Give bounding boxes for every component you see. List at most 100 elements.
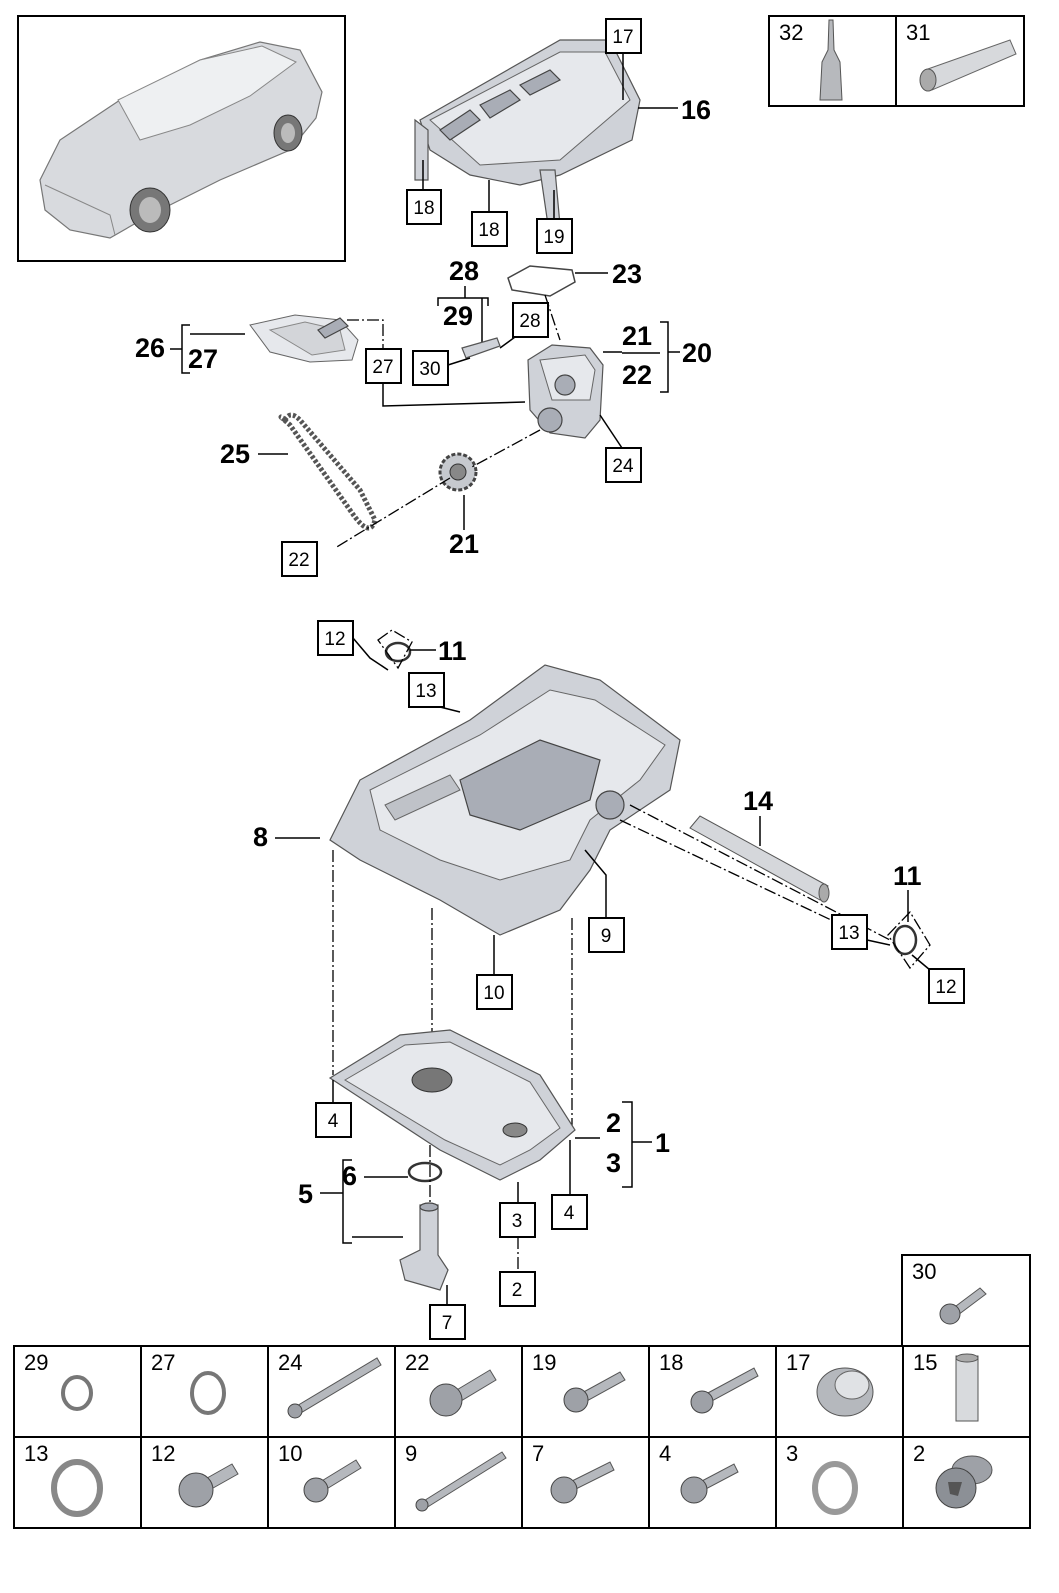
grid-10-number: 10 (278, 1441, 302, 1466)
callout-21-lower: 21 (449, 495, 479, 559)
drain-plug-icon (935, 1455, 993, 1509)
callout-22-box: 22 (281, 541, 318, 577)
callout-24-box: 24 (599, 414, 642, 483)
svg-text:13: 13 (415, 681, 436, 702)
oil-pump-carrier (414, 39, 641, 226)
grid-22-number: 22 (405, 1350, 429, 1375)
svg-text:22: 22 (622, 360, 652, 390)
svg-text:18: 18 (478, 220, 499, 241)
grid-12-number: 12 (151, 1441, 175, 1466)
callout-20-group: 21 22 20 (603, 321, 712, 393)
callout-26-27: 26 27 (135, 324, 245, 374)
svg-text:3: 3 (512, 1211, 523, 1232)
svg-text:11: 11 (438, 636, 467, 666)
svg-text:25: 25 (220, 439, 250, 469)
callout-30-box: 30 (412, 350, 471, 386)
svg-text:6: 6 (342, 1161, 357, 1191)
callout-17: 17 (605, 18, 642, 100)
grid-2-number: 2 (913, 1441, 925, 1466)
lower-oil-pan (328, 1029, 576, 1181)
callout-1-group: 2 3 1 (575, 1101, 670, 1188)
callout-5-6: 6 5 (298, 1159, 408, 1244)
svg-text:30: 30 (419, 359, 440, 380)
callout-8: 8 (253, 822, 320, 852)
sprocket (438, 452, 478, 492)
grid-30-number: 30 (912, 1259, 936, 1284)
svg-text:27: 27 (372, 357, 393, 378)
sealing-ring-icon (51, 1459, 103, 1517)
oil-strainer (249, 314, 359, 363)
callout-12-right: 12 (911, 954, 965, 1004)
callout-3-box: 3 (499, 1182, 536, 1272)
seal-ring-right: 11 (887, 861, 931, 970)
svg-text:10: 10 (483, 983, 504, 1004)
svg-text:8: 8 (253, 822, 268, 852)
grid-18-number: 18 (659, 1350, 683, 1375)
svg-text:22: 22 (288, 550, 309, 571)
bolt-icon (178, 1463, 239, 1508)
parts-grid: 30 29 27 24 22 19 18 17 15 (13, 1254, 1031, 1529)
grease-tube-icon (919, 39, 1017, 92)
callout-16: 16 (638, 95, 711, 125)
svg-text:5: 5 (298, 1179, 313, 1209)
callout-13-right: 13 (831, 914, 891, 950)
vehicle-thumbnail (17, 15, 346, 262)
svg-text:26: 26 (135, 333, 165, 363)
o-ring-icon (190, 1371, 226, 1415)
drive-chain (278, 412, 378, 531)
svg-text:27: 27 (188, 344, 218, 374)
grid-24-number: 24 (278, 1350, 302, 1375)
callout-9: 9 (584, 849, 625, 953)
grid-29-number: 29 (24, 1350, 48, 1375)
svg-text:4: 4 (564, 1203, 575, 1224)
long-bolt-icon (287, 1357, 382, 1419)
callout-2-box: 2 (499, 1271, 536, 1307)
svg-text:21: 21 (449, 529, 479, 559)
oil-pump (461, 337, 604, 439)
svg-text:23: 23 (612, 259, 642, 289)
svg-text:28: 28 (449, 256, 479, 286)
o-ring-icon (61, 1375, 93, 1411)
grid-17-number: 17 (786, 1350, 810, 1375)
callout-28-box: 28 (499, 302, 549, 349)
callout-25: 25 (220, 439, 288, 469)
callout-4-right: 4 (551, 1140, 588, 1230)
svg-text:1: 1 (655, 1128, 670, 1158)
grid-27-number: 27 (151, 1350, 175, 1375)
callout-27-box: 27 (347, 319, 526, 407)
bolt-icon (690, 1367, 759, 1414)
car-icon (39, 41, 323, 239)
bolt-icon (563, 1371, 626, 1413)
svg-text:11: 11 (893, 861, 922, 891)
consumables-panel: 32 31 (768, 15, 1025, 107)
svg-text:2: 2 (606, 1108, 621, 1138)
svg-text:7: 7 (442, 1313, 453, 1334)
svg-text:2: 2 (512, 1280, 523, 1301)
sealing-ring-icon (812, 1461, 858, 1515)
upper-oil-pan (329, 664, 681, 936)
svg-text:21: 21 (622, 321, 652, 351)
svg-text:24: 24 (612, 456, 634, 477)
svg-text:19: 19 (543, 227, 564, 248)
callout-10: 10 (476, 935, 513, 1010)
callout-4-left: 4 (315, 1080, 352, 1138)
svg-text:20: 20 (682, 338, 712, 368)
seal-ring-top: 11 (377, 629, 467, 670)
consumable-31-number: 31 (906, 20, 930, 45)
bolt-icon (303, 1459, 362, 1503)
svg-text:29: 29 (443, 301, 473, 331)
long-bolt-icon (415, 1451, 507, 1512)
callout-18-mid: 18 (471, 180, 508, 247)
gasket: 23 (507, 259, 642, 341)
grid-7-number: 7 (532, 1441, 544, 1466)
svg-text:4: 4 (328, 1111, 339, 1132)
oil-bottle-icon (819, 19, 843, 101)
consumable-32-number: 32 (779, 20, 803, 45)
svg-text:9: 9 (601, 926, 612, 947)
svg-text:16: 16 (681, 95, 711, 125)
svg-text:3: 3 (606, 1148, 621, 1178)
grid-13-number: 13 (24, 1441, 48, 1466)
bolt-icon (429, 1369, 497, 1417)
svg-text:17: 17 (612, 27, 633, 48)
svg-text:12: 12 (324, 629, 345, 650)
